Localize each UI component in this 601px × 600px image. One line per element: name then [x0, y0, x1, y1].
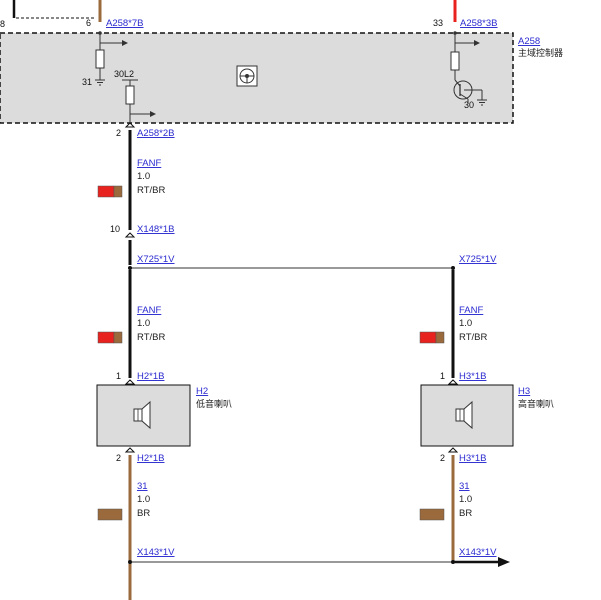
speaker-icon — [455, 400, 473, 430]
speaker-icon — [133, 400, 151, 430]
wire-c-color: RT/BR — [459, 332, 487, 343]
ground-wire-left-size: 1.0 — [137, 494, 150, 505]
connector-arrow — [447, 379, 459, 385]
ground-wire-left-color: BR — [137, 508, 150, 519]
junction-dot — [98, 31, 102, 35]
arrow-right-icon — [122, 40, 128, 46]
steering-wheel-icon — [236, 65, 258, 87]
splice-dot-left — [128, 266, 132, 270]
splice-x725-left[interactable]: X725*1V — [137, 254, 175, 265]
connector-arrow — [124, 232, 136, 238]
splice-x143-right[interactable]: X143*1V — [459, 547, 497, 558]
color-swatch-br — [419, 508, 445, 521]
wire-a-name[interactable]: FANF — [137, 158, 161, 169]
pin-30: 30 — [464, 100, 474, 110]
speaker-h2-id[interactable]: H2 — [196, 386, 208, 397]
ground-icon — [477, 99, 487, 106]
resistor-right — [450, 51, 460, 71]
speaker-h2-name: 低音喇叭 — [196, 398, 232, 410]
pin-2-module: 2 — [116, 128, 121, 138]
connector-a258-7b[interactable]: A258*7B — [106, 18, 144, 29]
connector-arrow — [447, 447, 459, 453]
pin-31: 31 — [82, 77, 92, 87]
h2-conn-top[interactable]: H2*1B — [137, 371, 164, 382]
h3-pin-top: 1 — [440, 371, 445, 381]
pin-10: 10 — [110, 224, 120, 234]
wire-b-name[interactable]: FANF — [137, 305, 161, 316]
arrow-right-icon — [498, 557, 510, 567]
wire-a-color: RT/BR — [137, 185, 165, 196]
arrow-right-icon — [474, 40, 480, 46]
connector-a258-2b[interactable]: A258*2B — [137, 128, 175, 139]
speaker-h3-name: 高音喇叭 — [518, 398, 554, 410]
h2-conn-bottom[interactable]: H2*1B — [137, 453, 164, 464]
ground-wire-right-size: 1.0 — [459, 494, 472, 505]
splice-dot-right — [451, 266, 455, 270]
color-swatch-rt-br — [97, 331, 123, 344]
pin-6: 6 — [86, 18, 91, 28]
connector-x148[interactable]: X148*1B — [137, 224, 175, 235]
transistor-icon — [453, 79, 482, 104]
h2-pin-top: 1 — [116, 371, 121, 381]
ground-wire-left-name[interactable]: 31 — [137, 481, 148, 492]
wire-c-size: 1.0 — [459, 318, 472, 329]
speaker-h3-id[interactable]: H3 — [518, 386, 530, 397]
color-swatch-rt-br — [419, 331, 445, 344]
ground-icon — [95, 79, 105, 86]
arrow-right-icon — [150, 111, 156, 117]
pin-33: 33 — [433, 18, 443, 28]
label-30l2: 30L2 — [114, 69, 134, 79]
pin-left-edge: 8 — [0, 19, 5, 29]
color-swatch-rt-br — [97, 185, 123, 198]
color-swatch-br — [97, 508, 123, 521]
resistor-left — [95, 49, 105, 69]
ground-wire-right-name[interactable]: 31 — [459, 481, 470, 492]
wire-b-size: 1.0 — [137, 318, 150, 329]
h3-pin-bottom: 2 — [440, 453, 445, 463]
resistor-30l2 — [125, 85, 135, 105]
connector-a258-3b[interactable]: A258*3B — [460, 18, 498, 29]
splice-x143-left[interactable]: X143*1V — [137, 547, 175, 558]
splice-dot-x143-left — [128, 560, 132, 564]
wire-c-name[interactable]: FANF — [459, 305, 483, 316]
splice-x725-right[interactable]: X725*1V — [459, 254, 497, 265]
h3-conn-top[interactable]: H3*1B — [459, 371, 486, 382]
connector-arrow — [124, 122, 136, 128]
wire-b-color: RT/BR — [137, 332, 165, 343]
h3-conn-bottom[interactable]: H3*1B — [459, 453, 486, 464]
ground-wire-right-color: BR — [459, 508, 472, 519]
module-a258-name: 主域控制器 — [518, 47, 563, 59]
connector-arrow — [124, 379, 136, 385]
wire-a-size: 1.0 — [137, 171, 150, 182]
connector-arrow — [124, 447, 136, 453]
h2-pin-bottom: 2 — [116, 453, 121, 463]
module-a258-id[interactable]: A258 — [518, 36, 540, 47]
